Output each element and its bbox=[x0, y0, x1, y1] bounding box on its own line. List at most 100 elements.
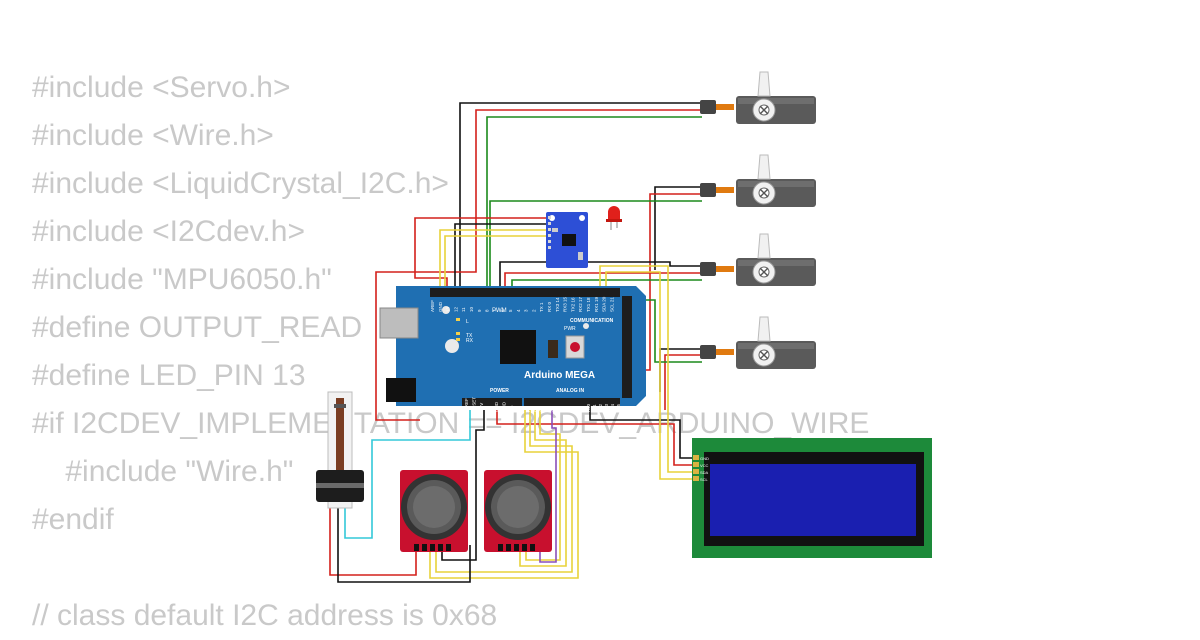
wire-lcd-red bbox=[496, 410, 692, 466]
wire-mpu-yellow2 bbox=[444, 235, 548, 290]
code-line: #include <LiquidCrystal_I2C.h> bbox=[32, 167, 449, 200]
pin-label: A0 bbox=[526, 406, 531, 412]
pin-label: TX2 16 bbox=[570, 297, 575, 312]
pin-label: 5V bbox=[487, 406, 492, 412]
pwr-label: PWR bbox=[564, 326, 576, 332]
pin-label: A13 bbox=[604, 403, 609, 412]
pin-label: 3.3V bbox=[479, 403, 484, 412]
wire-mpu-red bbox=[414, 217, 548, 290]
code-line: #define OUTPUT_READ bbox=[32, 311, 363, 344]
pin-label: RX 0 bbox=[547, 301, 552, 312]
pin-label: SDA 20 bbox=[602, 296, 607, 312]
pin-label: 10 bbox=[469, 306, 474, 312]
pin-label: 6 bbox=[500, 309, 505, 312]
pwm-label: PWM bbox=[492, 308, 507, 314]
code-line: #include <I2Cdev.h> bbox=[32, 215, 305, 248]
wire-lcd-yellow1 bbox=[599, 265, 692, 473]
wire-lcd-yellow2 bbox=[605, 271, 692, 480]
pin-label: IOREF bbox=[464, 398, 469, 412]
pin-label: RX1 19 bbox=[594, 296, 599, 312]
pin-label: SCL 21 bbox=[609, 297, 614, 312]
lcd-pin-gnd: GND bbox=[700, 456, 709, 461]
pin-label: 4 bbox=[516, 309, 521, 312]
pin-label: A4 bbox=[550, 406, 555, 412]
pin-label: A15 bbox=[616, 403, 621, 412]
joystick-2 bbox=[484, 470, 552, 552]
code-line: #include <Servo.h> bbox=[32, 71, 291, 104]
pin-label: TX1 18 bbox=[586, 297, 591, 312]
pin-label: 13 bbox=[446, 306, 451, 312]
wire-servo2-green bbox=[489, 200, 702, 288]
servo-4 bbox=[700, 316, 816, 369]
code-line: #include "MPU6050.h" bbox=[32, 263, 332, 296]
code-line: #endif bbox=[32, 503, 114, 536]
pin-label: A1 bbox=[532, 406, 537, 412]
wire-joy-yellow1 bbox=[429, 410, 579, 579]
wire-joy-yellow2 bbox=[435, 410, 573, 573]
pin-label: A8 bbox=[574, 406, 579, 412]
servo-2 bbox=[700, 154, 816, 207]
pin-label: 11 bbox=[461, 307, 466, 312]
wire-joy-yellow4 bbox=[525, 410, 561, 561]
pin-label: 8 bbox=[485, 309, 490, 312]
wire-servo3-red bbox=[504, 272, 702, 290]
pin-label: A14 bbox=[610, 403, 615, 412]
wire-joy-red bbox=[329, 500, 417, 576]
pin-label: A9 bbox=[580, 406, 585, 412]
joystick-1 bbox=[400, 470, 468, 552]
wire-joy-purple bbox=[539, 410, 557, 563]
servo-3 bbox=[700, 233, 816, 286]
pin-label: A2 bbox=[538, 406, 543, 412]
code-line: #include "Wire.h" bbox=[32, 455, 294, 488]
wire-mpu-black bbox=[454, 223, 548, 290]
pin-label: GND bbox=[438, 301, 443, 312]
pin-label: 3 bbox=[524, 309, 529, 312]
wires bbox=[329, 102, 702, 583]
lcd-pin-sda: SDA bbox=[700, 470, 709, 475]
digital-header-side bbox=[622, 296, 632, 398]
lcd-20x4-i2c: GND VCC SDA SCL bbox=[692, 438, 932, 558]
pin-label: RESET bbox=[472, 397, 477, 412]
analog-header bbox=[524, 398, 620, 406]
code-line: #include <Wire.h> bbox=[32, 119, 274, 152]
pin-label: 2 bbox=[531, 309, 536, 312]
led-label-rx: RX bbox=[466, 338, 474, 344]
pin-label: 5 bbox=[508, 309, 513, 312]
lcd-pin-vcc: VCC bbox=[700, 463, 709, 468]
wire-servo1-green bbox=[486, 116, 702, 290]
wire-servo3-black bbox=[499, 261, 702, 290]
pin-label: AREF bbox=[430, 300, 435, 312]
pin-label: 9 bbox=[477, 309, 482, 312]
wire-joy-yellow3 bbox=[519, 410, 567, 567]
slide-potentiometer bbox=[316, 391, 364, 509]
servo-1 bbox=[700, 71, 816, 124]
board-name: Arduino MEGA bbox=[524, 370, 595, 381]
pin-label: Vin bbox=[509, 405, 514, 412]
code-line: #define LED_PIN 13 bbox=[32, 359, 306, 392]
pin-label: RX3 15 bbox=[563, 296, 568, 312]
wire-servo4-red bbox=[664, 354, 702, 410]
pin-label: A3 bbox=[544, 406, 549, 412]
power-label: POWER bbox=[490, 388, 509, 394]
led-label-tx: TX bbox=[466, 333, 473, 339]
led-label-l: L bbox=[466, 319, 469, 325]
wire-servo2-black bbox=[654, 186, 702, 270]
communication-label: COMMUNICATION bbox=[570, 318, 614, 324]
pin-label: TX 1 bbox=[539, 302, 544, 312]
wire-servo1-black bbox=[459, 102, 702, 295]
lcd-pin-scl: SCL bbox=[700, 477, 709, 482]
pin-label: A12 bbox=[598, 403, 603, 412]
pin-label: TX3 14 bbox=[555, 297, 560, 312]
lcd-screen bbox=[710, 464, 916, 536]
wire-slider-black bbox=[337, 505, 471, 583]
pin-label: GND bbox=[494, 401, 499, 412]
wire-servo2-red bbox=[640, 193, 702, 371]
code-line: // class default I2C address is 0x68 bbox=[32, 599, 498, 632]
red-led bbox=[606, 206, 622, 230]
usb-port bbox=[379, 307, 419, 339]
pin-label: A7 bbox=[568, 406, 573, 412]
